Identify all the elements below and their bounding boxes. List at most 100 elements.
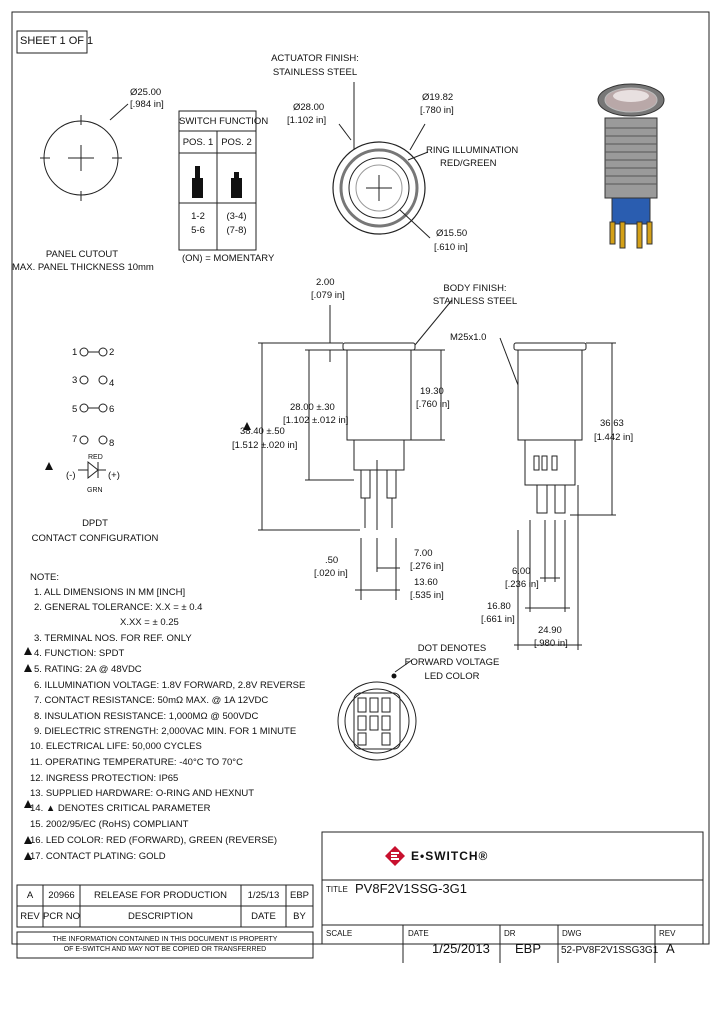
pin-7: 7 xyxy=(72,434,78,445)
front-dia-ring-in: [.780 in] xyxy=(420,105,454,116)
led-dot-marker xyxy=(391,673,397,679)
actuator-finish-label: ACTUATOR FINISH: xyxy=(271,53,359,64)
head-dia-mm: 28.00 ±.30 xyxy=(290,402,335,413)
note-2: 2. GENERAL TOLERANCE: X.X = ± 0.4 xyxy=(34,602,203,613)
bezel-in: [.079 in] xyxy=(311,290,345,301)
by-header: BY xyxy=(293,911,306,922)
note-1: 1. ALL DIMENSIONS IN MM [INCH] xyxy=(34,587,186,598)
head-dia-in: [1.102 ±.012 in] xyxy=(283,415,349,426)
pin-4: 4 xyxy=(109,378,115,389)
right-d2-in: [.661 in] xyxy=(481,614,515,625)
note-13: 13. SUPPLIED HARDWARE: O-RING AND HEXNUT xyxy=(30,788,254,799)
pin-total-mm: 13.60 xyxy=(414,577,438,588)
bezel-mm: 2.00 xyxy=(316,277,335,288)
right-d2-mm: 16.80 xyxy=(487,601,511,612)
note-3: 3. TERMINAL NOS. FOR REF. ONLY xyxy=(34,633,192,644)
right-view-drawing xyxy=(499,337,616,650)
pin-spacing-in: [.276 in] xyxy=(410,561,444,572)
led-plus-label: (+) xyxy=(108,470,120,481)
scale-label: SCALE xyxy=(326,929,353,938)
pin-8: 8 xyxy=(109,438,115,449)
part-number-title: PV8F2V1SSG-3G1 xyxy=(355,881,467,896)
dot-note-line1: DOT DENOTES xyxy=(417,643,487,654)
body-finish-label: BODY FINISH: xyxy=(443,283,507,294)
logo-text: E•SWITCH® xyxy=(411,849,489,863)
notes-heading: NOTE: xyxy=(30,572,60,583)
front-dia-ring-mm: Ø19.82 xyxy=(422,92,454,103)
overall-length-mm: 38.40 ±.50 xyxy=(240,426,285,437)
pin-5: 5 xyxy=(72,404,78,415)
switch-actuator-icons xyxy=(192,166,242,198)
rev-header: REV xyxy=(20,911,40,922)
panel-dia-in: [.984 in] xyxy=(130,99,164,110)
front-dia-inner-mm: Ø15.50 xyxy=(436,228,468,239)
proprietary-line1: THE INFORMATION CONTAINED IN THIS DOCUME… xyxy=(52,936,278,943)
switch-function-table xyxy=(178,110,257,251)
sheet-label-box xyxy=(16,30,88,54)
ring-illumination-label: RING ILLUMINATION xyxy=(426,145,519,156)
pin-total-in: [.535 in] xyxy=(410,590,444,601)
company-logo: E•SWITCH® xyxy=(385,846,488,866)
pin-width-mm: .50 xyxy=(325,555,339,566)
pin-2: 2 xyxy=(109,347,115,358)
led-minus-label: (-) xyxy=(66,470,76,481)
right-d3-in: [.980 in] xyxy=(534,638,568,649)
pcr-header: PCR NO xyxy=(43,911,80,922)
date-value: 1/25/2013 xyxy=(432,941,490,956)
pos2-contacts-b: (7-8) xyxy=(226,225,247,236)
date-header: DATE xyxy=(251,911,276,922)
bottom-view-drawing xyxy=(337,659,417,761)
pin-width-in: [.020 in] xyxy=(314,568,348,579)
front-dia-outer-mm: Ø28.00 xyxy=(293,102,325,113)
contact-config-type: DPDT xyxy=(82,518,108,529)
note-7: 7. CONTACT RESISTANCE: 50mΩ MAX. @ 1A 12… xyxy=(34,695,269,706)
pos1-contacts-b: 5-6 xyxy=(191,225,205,236)
critical-triangles xyxy=(24,422,251,860)
contact-configuration-drawing xyxy=(78,347,108,480)
side-view-drawing xyxy=(258,299,453,600)
pin-3: 3 xyxy=(72,375,78,386)
pos2-label: POS. 2 xyxy=(221,137,252,148)
note-5: 5. RATING: 2A @ 48VDC xyxy=(34,664,142,675)
description-cell: RELEASE FOR PRODUCTION xyxy=(93,890,228,901)
switch-function-title: SWITCH FUNCTION xyxy=(179,116,269,127)
note-2b: X.XX = ± 0.25 xyxy=(120,617,179,628)
rev-cell: A xyxy=(26,890,34,901)
body-length-in: [.760 in] xyxy=(416,399,450,410)
note-16: 16. LED COLOR: RED (FORWARD), GREEN (REV… xyxy=(30,835,278,846)
body-length-mm: 19.30 xyxy=(420,386,444,397)
thread-spec: M25x1.0 xyxy=(450,332,487,343)
front-view-drawing xyxy=(332,82,431,239)
dwg-label: DWG xyxy=(562,929,582,938)
dot-note-line2: FORWARD VOLTAGE xyxy=(404,657,500,668)
proprietary-line2: OF E-SWITCH AND MAY NOT BE COPIED OR TRA… xyxy=(63,946,267,953)
pin-1: 1 xyxy=(72,347,78,358)
pos2-contacts-a: (3-4) xyxy=(226,211,247,222)
date-cell: 1/25/13 xyxy=(247,890,280,901)
note-4: 4. FUNCTION: SPDT xyxy=(34,648,125,659)
panel-dia-mm: Ø25.00 xyxy=(130,87,162,98)
led-red-label: RED xyxy=(88,454,103,461)
pin-spacing-mm: 7.00 xyxy=(414,548,433,559)
dot-note-line3: LED COLOR xyxy=(424,671,480,682)
panel-cutout-drawing xyxy=(40,103,129,201)
front-dia-inner-in: [.610 in] xyxy=(434,242,468,253)
note-8: 8. INSULATION RESISTANCE: 1,000MΩ @ 500V… xyxy=(34,711,259,722)
dwg-number: 52-PV8F2V1SSG3G1 xyxy=(561,945,659,956)
pcr-cell: 20966 xyxy=(48,890,75,901)
ring-illumination-color: RED/GREEN xyxy=(440,158,497,169)
note-11: 11. OPERATING TEMPERATURE: -40°C TO 70°C xyxy=(30,757,243,768)
right-length-mm: 36.63 xyxy=(600,418,624,429)
panel-thickness-caption: MAX. PANEL THICKNESS 10mm xyxy=(12,262,154,273)
body-finish-value: STAINLESS STEEL xyxy=(432,296,518,307)
drawn-by-value: EBP xyxy=(515,941,542,956)
note-14: 14. ▲ DENOTES CRITICAL PARAMETER xyxy=(30,803,211,814)
actuator-finish-value: STAINLESS STEEL xyxy=(272,67,358,78)
right-d3-mm: 24.90 xyxy=(538,625,562,636)
eswitch-logo-icon xyxy=(385,846,405,866)
title-block-grid xyxy=(321,831,704,963)
sheet-label: SHEET 1 OF 1 xyxy=(20,35,94,47)
front-dia-outer-in: [1.102 in] xyxy=(287,115,327,126)
rev-label: REV xyxy=(659,929,676,938)
pos1-label: POS. 1 xyxy=(182,137,214,148)
